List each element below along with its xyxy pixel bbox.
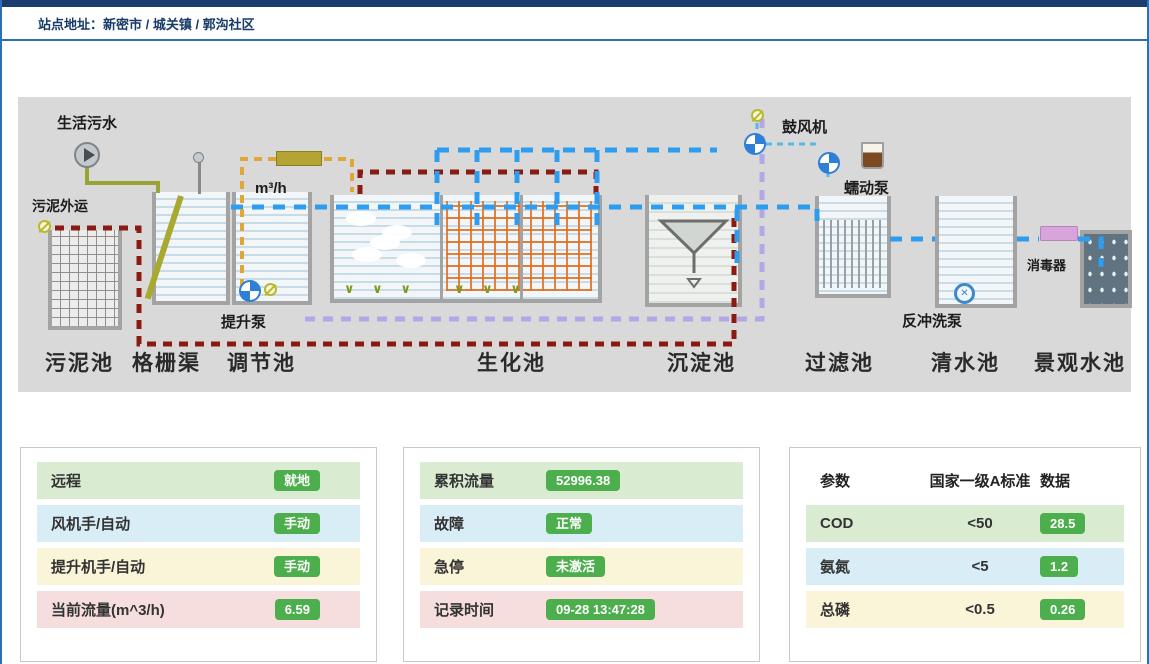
row-label: 当前流量(m^3/h) xyxy=(51,602,165,619)
lift-pump-label: 提升泵 xyxy=(221,314,267,331)
header-parameter: 参数 xyxy=(820,473,851,490)
header-data: 数据 xyxy=(1040,473,1071,490)
tank-name-sedimentation: 沉淀池 xyxy=(667,352,736,375)
flow-meter-icon xyxy=(276,151,322,166)
control-row-lift-mode: 提升机手/自动 手动 xyxy=(37,548,360,585)
tank-name-clean: 清水池 xyxy=(931,352,1000,375)
param-standard: <50 xyxy=(967,515,993,532)
sludge-valve-icon xyxy=(38,220,51,233)
blower-valve-icon xyxy=(751,109,764,122)
row-label: 风机手/自动 xyxy=(51,516,131,533)
diffuser-marks: ∨ ∨ ∨ xyxy=(344,281,418,296)
rake-knob-icon xyxy=(193,152,204,163)
sedimentation-tank xyxy=(645,195,742,307)
row-label: 累积流量 xyxy=(434,473,495,490)
header-standard: 国家一级A标准 xyxy=(929,473,1031,490)
tank-name-biochemical: 生化池 xyxy=(477,352,546,375)
rake-pole-icon xyxy=(198,162,201,194)
aeration-bubble xyxy=(370,235,400,250)
water-quality-panel: 参数 国家一级A标准 数据 COD <50 28.5 氨氮 <5 1.2 总磷 … xyxy=(789,447,1141,662)
record-time-badge: 09-28 13:47:28 xyxy=(546,598,655,621)
backwash-pump-icon: ✕ xyxy=(954,283,975,304)
process-flow-diagram: ∨ ∨ ∨ ∨ ∨ ∨ xyxy=(18,97,1132,392)
sewage-pump-icon xyxy=(74,142,100,168)
aeration-bubble xyxy=(396,253,426,268)
cod-value-badge: 28.5 xyxy=(1040,512,1086,535)
bar-screen-icon xyxy=(144,195,184,300)
filter-tank xyxy=(815,196,891,298)
status-row-total-flow: 累积流量 52996.38 xyxy=(420,462,743,499)
lift-pump-icon xyxy=(239,280,261,302)
tank-divider xyxy=(440,195,443,299)
landscape-pool xyxy=(1080,230,1132,308)
aeration-bubble xyxy=(346,211,376,226)
blower-label: 鼓风机 xyxy=(782,119,828,136)
tank-name-filter: 过滤池 xyxy=(805,352,874,375)
dosing-beaker-icon xyxy=(861,142,884,169)
total-flow-badge: 52996.38 xyxy=(546,469,621,492)
row-label: 提升机手/自动 xyxy=(51,559,146,576)
filter-media-icon xyxy=(823,220,883,288)
clean-water-tank xyxy=(935,196,1017,308)
blower-fan2-icon xyxy=(818,152,840,174)
tank-name-landscape: 景观水池 xyxy=(1034,352,1126,375)
lift-valve-icon xyxy=(264,283,277,296)
tank-name-grid: 格栅渠 xyxy=(132,352,201,375)
tank-name-regulation: 调节池 xyxy=(227,352,296,375)
sludge-out-label: 污泥外运 xyxy=(32,198,88,214)
sludge-tank xyxy=(48,230,122,330)
flow-unit-label: m³/h xyxy=(255,180,287,197)
param-standard: <5 xyxy=(971,558,989,575)
row-label: 远程 xyxy=(51,473,82,490)
row-label: 记录时间 xyxy=(434,602,495,619)
status-row-estop: 急停 未激活 xyxy=(420,548,743,585)
site-address-breadcrumb: 站点地址：新密市 / 城关镇 / 郭沟社区 xyxy=(38,16,255,32)
quality-row-ammonia: 氨氮 <5 1.2 xyxy=(806,548,1124,585)
param-name: 总磷 xyxy=(820,602,851,619)
control-row-current-flow: 当前流量(m^3/h) 6.59 xyxy=(37,591,360,628)
tank-name-sludge: 污泥池 xyxy=(45,352,114,375)
status-row-record-time: 记录时间 09-28 13:47:28 xyxy=(420,591,743,628)
header-band: 站点地址：新密市 / 城关镇 / 郭沟社区 xyxy=(0,7,1149,41)
param-standard: <0.5 xyxy=(965,601,995,618)
backwash-pump-label: 反冲洗泵 xyxy=(902,313,963,330)
status-panel: 累积流量 52996.38 故障 正常 急停 未激活 记录时间 09-28 13… xyxy=(403,447,760,662)
control-row-fan-mode: 风机手/自动 手动 xyxy=(37,505,360,542)
bar-screen-channel xyxy=(144,152,230,305)
param-name: 氨氮 xyxy=(820,559,851,576)
disinfector-icon xyxy=(1040,226,1078,241)
blower-fan-icon xyxy=(744,133,766,155)
biofilm-carrier-lattice xyxy=(446,201,592,291)
quality-header-row: 参数 国家一级A标准 数据 xyxy=(806,462,1124,499)
page-right-border xyxy=(1147,0,1149,664)
page-left-border xyxy=(0,0,2,664)
param-name: COD xyxy=(820,515,854,532)
domestic-sewage-label: 生活污水 xyxy=(57,115,118,132)
estop-status-badge: 未激活 xyxy=(546,555,606,578)
ammonia-value-badge: 1.2 xyxy=(1040,555,1079,578)
diffuser-marks: ∨ ∨ ∨ xyxy=(454,281,528,296)
peristaltic-pump-label: 蠕动泵 xyxy=(844,180,890,197)
remote-mode-badge[interactable]: 就地 xyxy=(273,469,320,492)
status-row-fault: 故障 正常 xyxy=(420,505,743,542)
top-navy-strip xyxy=(0,0,1149,7)
disinfector-label: 消毒器 xyxy=(1027,258,1067,273)
fan-mode-badge[interactable]: 手动 xyxy=(273,512,320,535)
row-label: 急停 xyxy=(434,559,465,576)
control-row-remote: 远程 就地 xyxy=(37,462,360,499)
fault-status-badge: 正常 xyxy=(546,512,593,535)
row-label: 故障 xyxy=(434,516,465,533)
quality-row-phosphorus: 总磷 <0.5 0.26 xyxy=(806,591,1124,628)
lift-mode-badge[interactable]: 手动 xyxy=(273,555,320,578)
quality-row-cod: COD <50 28.5 xyxy=(806,505,1124,542)
phosphorus-value-badge: 0.26 xyxy=(1040,598,1086,621)
control-panel: 远程 就地 风机手/自动 手动 提升机手/自动 手动 当前流量(m^3/h) 6… xyxy=(20,447,377,662)
current-flow-badge: 6.59 xyxy=(274,598,320,621)
biochemical-tank: ∨ ∨ ∨ ∨ ∨ ∨ xyxy=(330,195,602,303)
settling-funnel-icon xyxy=(657,219,730,289)
